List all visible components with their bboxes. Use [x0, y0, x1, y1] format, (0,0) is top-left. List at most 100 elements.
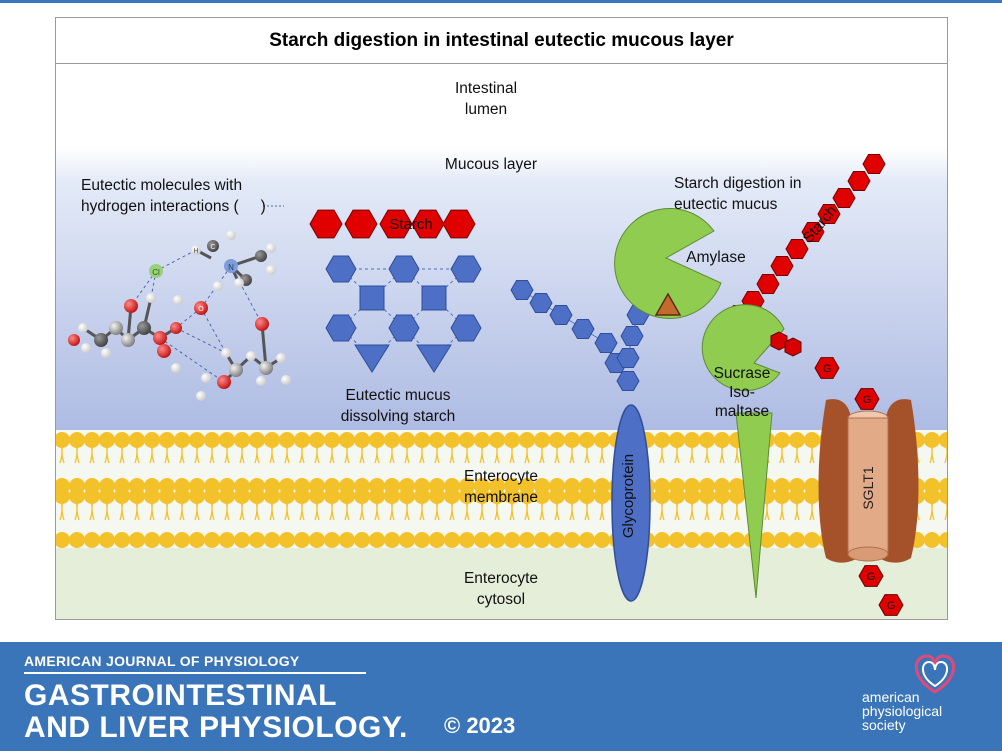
lipid-head	[414, 432, 430, 448]
mucus-hexagon	[450, 255, 482, 283]
lipid-head	[174, 532, 190, 548]
lipid-head	[324, 488, 340, 504]
glucose-hexagon	[878, 594, 904, 616]
glucose-hexagon	[858, 565, 884, 587]
lipid-head	[234, 432, 250, 448]
lipid-head	[84, 532, 100, 548]
starch-glucose-unit	[756, 274, 780, 294]
lipid-head	[774, 488, 790, 504]
mucus-hexagon	[388, 255, 420, 283]
glycoprotein-body	[611, 404, 651, 602]
lipid-head	[204, 488, 220, 504]
starch-glucose-unit	[785, 239, 809, 259]
lipid-head	[669, 432, 685, 448]
lipid-head	[594, 532, 610, 548]
glucose-hexagon	[814, 357, 840, 379]
starch-glucose-unit	[770, 256, 794, 276]
glycan-sugar	[571, 319, 595, 339]
svg-text:C: C	[210, 244, 215, 251]
lipid-head	[474, 432, 490, 448]
lipid-head	[114, 532, 130, 548]
starch-glucose-unit	[379, 209, 413, 239]
lipid-head	[309, 432, 325, 448]
lipid-head	[84, 488, 100, 504]
svg-text:Cl: Cl	[152, 268, 160, 277]
lipid-head	[804, 488, 820, 504]
starch-left-label: Starch	[389, 216, 433, 233]
lipid-head	[789, 432, 805, 448]
journal-divider	[24, 672, 366, 674]
lipid-head	[489, 432, 505, 448]
lipid-head	[579, 532, 595, 548]
mucus-triangle	[416, 344, 452, 373]
lipid-head	[144, 488, 160, 504]
lipid-head	[714, 532, 730, 548]
glycoprotein-label: Glycoprotein	[620, 454, 637, 538]
lipid-head	[84, 432, 100, 448]
lipid-head	[924, 432, 940, 448]
mucous-layer-label: Mucous layer	[444, 156, 538, 173]
lipid-head	[654, 488, 670, 504]
lipid-head	[459, 488, 475, 504]
mucus-hexagon	[325, 314, 357, 342]
lipid-head	[264, 432, 280, 448]
lipid-head	[654, 432, 670, 448]
lipid-head	[219, 532, 235, 548]
lipid-head	[69, 488, 85, 504]
lipid-head	[309, 488, 325, 504]
lipid-head	[549, 432, 565, 448]
lipid-head	[294, 432, 310, 448]
lipid-head	[204, 532, 220, 548]
lipid-head	[939, 488, 947, 504]
lipid-head	[369, 532, 385, 548]
lipid-head	[56, 488, 70, 504]
lipid-head	[69, 532, 85, 548]
lipid-head	[429, 488, 445, 504]
lipid-head	[369, 432, 385, 448]
lipid-head	[56, 532, 70, 548]
lipid-head	[129, 532, 145, 548]
lipid-head	[474, 488, 490, 504]
lipid-head	[729, 488, 745, 504]
lipid-head	[279, 432, 295, 448]
lipid-head	[114, 488, 130, 504]
lipid-head	[144, 532, 160, 548]
sucrase-anchor	[735, 412, 773, 599]
amylase-label: Amylase	[686, 249, 746, 266]
glucose-label: G	[863, 394, 872, 406]
maltose-fragment	[770, 331, 802, 357]
lipid-head	[804, 532, 820, 548]
lipid-head	[279, 532, 295, 548]
lipid-head	[324, 532, 340, 548]
lipid-head	[594, 488, 610, 504]
lipid-head	[564, 532, 580, 548]
glucose-label: G	[887, 600, 896, 612]
lipid-head	[444, 488, 460, 504]
lipid-head	[99, 488, 115, 504]
lipid-head	[504, 432, 520, 448]
amylase-enzyme	[614, 208, 722, 319]
lipid-head	[339, 532, 355, 548]
lipid-head	[99, 532, 115, 548]
lipid-head	[294, 488, 310, 504]
starch-glucose-unit	[862, 154, 886, 174]
lipid-head	[444, 532, 460, 548]
lipid-head	[159, 532, 175, 548]
svg-text:H: H	[193, 248, 198, 255]
lipid-head	[384, 432, 400, 448]
lipid-head	[669, 532, 685, 548]
lipid-head	[384, 488, 400, 504]
lipid-head	[579, 488, 595, 504]
lipid-head	[129, 432, 145, 448]
lipid-head	[234, 488, 250, 504]
lipid-head	[249, 432, 265, 448]
lipid-head	[189, 532, 205, 548]
amylase-substrate-triangle	[654, 292, 682, 316]
lipid-head	[264, 532, 280, 548]
lipid-head	[414, 532, 430, 548]
